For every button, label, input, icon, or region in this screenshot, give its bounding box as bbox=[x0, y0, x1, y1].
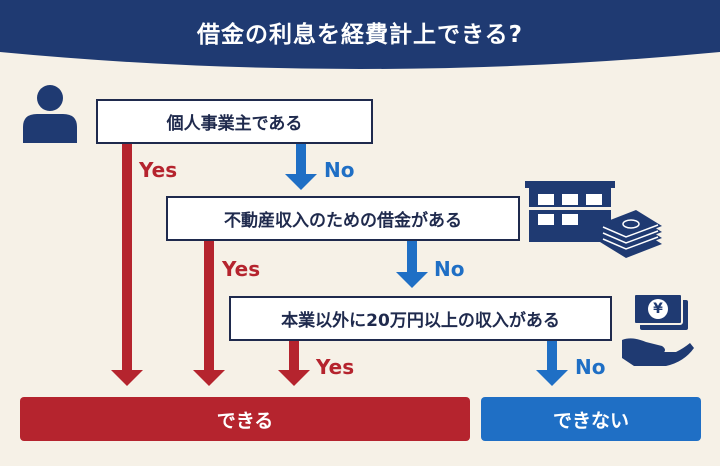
no-label-3: No bbox=[575, 355, 606, 379]
no-label-1: No bbox=[324, 158, 355, 182]
yes-label-3: Yes bbox=[316, 355, 355, 379]
title-banner bbox=[0, 0, 720, 69]
result-can-box: できる bbox=[20, 397, 470, 441]
person-icon bbox=[23, 85, 77, 143]
no-label-2: No bbox=[434, 257, 465, 281]
yes-label-2: Yes bbox=[222, 257, 261, 281]
question-box-3: 本業以外に20万円以上の収入がある bbox=[229, 296, 612, 341]
no-arrow-1 bbox=[285, 142, 317, 190]
yes-arrow-1 bbox=[111, 142, 143, 386]
hand-receiving-money-icon bbox=[622, 293, 694, 366]
page-title: 借金の利息を経費計上できる? bbox=[197, 22, 523, 48]
yes-arrow-2 bbox=[193, 240, 225, 386]
apartment-building-icon bbox=[525, 181, 615, 242]
no-arrow-3 bbox=[536, 340, 568, 386]
yen-symbol: ¥ bbox=[653, 301, 663, 317]
no-arrow-2 bbox=[396, 240, 428, 288]
question-box-2: 不動産収入のための借金がある bbox=[166, 196, 520, 241]
result-cannot-box: できない bbox=[481, 397, 701, 441]
cash-stack-icon bbox=[600, 210, 662, 258]
yes-arrow-3 bbox=[278, 340, 310, 386]
question-box-1: 個人事業主である bbox=[96, 99, 373, 144]
yes-label-1: Yes bbox=[139, 158, 178, 182]
